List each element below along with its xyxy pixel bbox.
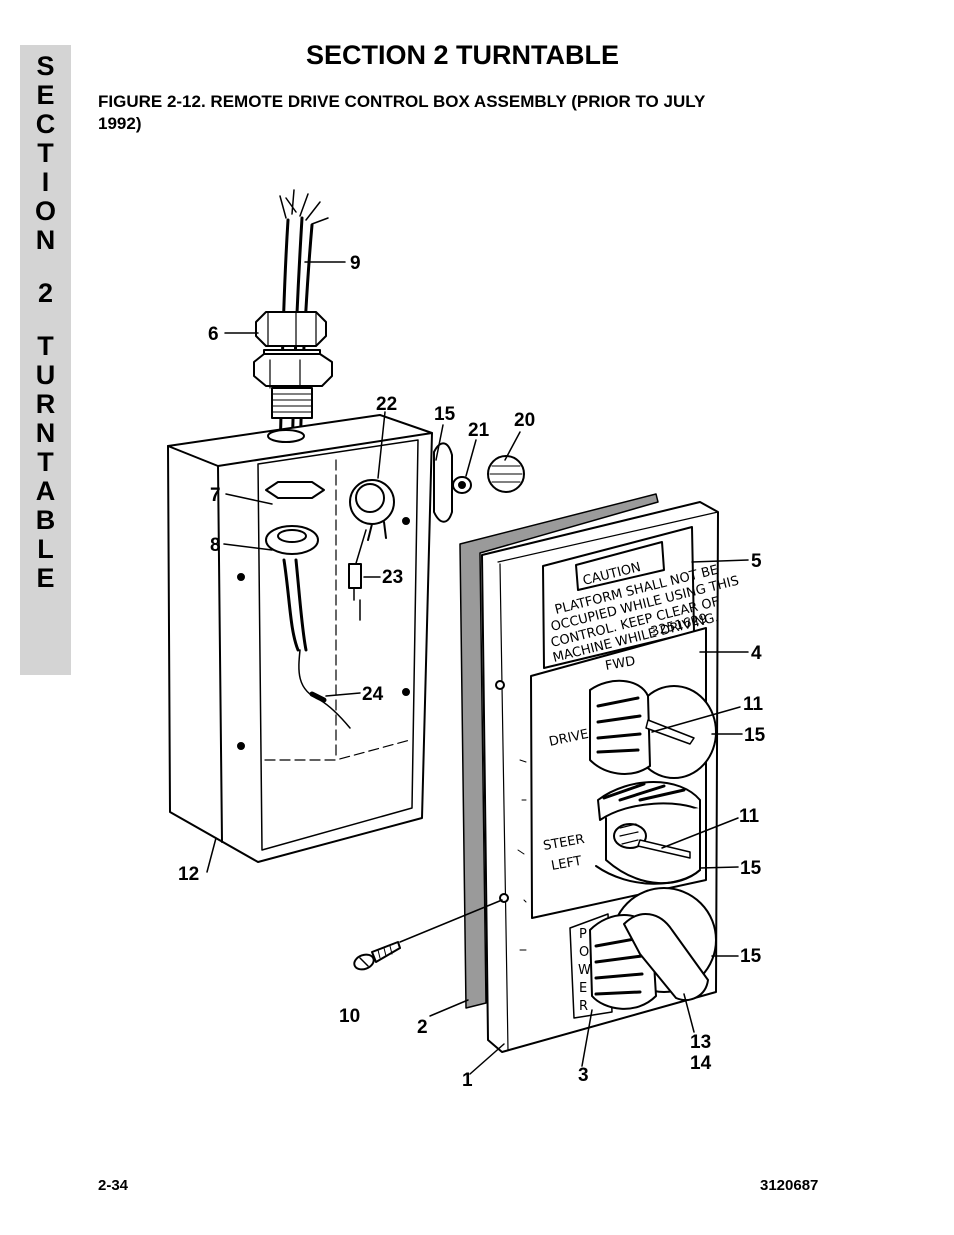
- strain-relief-drawing: [253, 311, 333, 419]
- side-tab-letter: U: [35, 360, 56, 390]
- side-tab-letter: A: [35, 476, 56, 506]
- page-title: SECTION 2 TURNTABLE: [305, 40, 619, 70]
- figure-caption: FIGURE 2-12. REMOTE DRIVE CONTROL BOX AS…: [98, 92, 706, 133]
- side-tab-letter: T: [37, 331, 54, 361]
- callout-14: 14: [690, 1053, 712, 1074]
- side-tab-letter: T: [37, 447, 54, 477]
- internal-wires-drawing: [282, 558, 351, 729]
- panel-power-letter: P: [579, 927, 587, 942]
- screw-drawing: [353, 941, 401, 971]
- callout-13: 13: [690, 1032, 711, 1053]
- callout-15: 15: [740, 946, 762, 967]
- enclosure-box-drawing: [167, 414, 433, 863]
- locknut-drawing: [265, 481, 325, 555]
- side-tab-letter: C: [35, 109, 56, 139]
- panel-power-letter: E: [579, 981, 587, 996]
- side-tab-letter: L: [37, 534, 54, 564]
- callout-5: 5: [751, 551, 762, 572]
- side-tab-letter: N: [35, 418, 56, 448]
- callout-3: 3: [578, 1065, 589, 1086]
- callout-11: 11: [739, 806, 760, 827]
- section-side-tab: S E C T I O N 2 T U R N T A B L E: [20, 45, 71, 675]
- callout-10: 10: [339, 1006, 360, 1027]
- side-tab-letter: N: [35, 225, 56, 255]
- callout-15: 15: [740, 858, 762, 879]
- callout-8: 8: [210, 535, 221, 556]
- panel-left-label: LEFT: [550, 854, 583, 874]
- power-switch-drawing: [569, 887, 717, 1019]
- callout-12: 12: [178, 864, 199, 885]
- callout-6: 6: [208, 324, 219, 345]
- side-tab-letter: O: [34, 196, 56, 226]
- side-tab-letter: R: [35, 389, 56, 419]
- gasket-drawing: [459, 493, 659, 1009]
- panel-steer-label: STEER: [542, 832, 586, 854]
- callout-4: 4: [751, 643, 762, 664]
- callout-11: 11: [743, 694, 764, 715]
- panel-power-letter: O: [579, 945, 589, 960]
- callout-20: 20: [514, 410, 535, 431]
- steer-switch-drawing: [595, 781, 701, 885]
- callout-23: 23: [382, 567, 403, 588]
- panel-fwd-label: FWD: [604, 654, 636, 674]
- callout-15: 15: [744, 725, 766, 746]
- callout-7: 7: [210, 485, 221, 506]
- document-number: 3120687: [760, 1177, 819, 1194]
- callout-9: 9: [350, 253, 361, 274]
- panel-power-letter: R: [579, 999, 588, 1014]
- leader-lines: [206, 261, 749, 1075]
- side-tab-letter: E: [36, 80, 55, 110]
- callout-24: 24: [362, 684, 384, 705]
- callout-22: 22: [376, 394, 397, 415]
- side-tab-letter: T: [37, 138, 54, 168]
- side-tab-letter: I: [41, 167, 50, 197]
- drive-switch-drawing: [589, 679, 717, 779]
- caution-decal-drawing: [542, 526, 695, 669]
- side-tab-letter: E: [36, 563, 55, 593]
- callout-15: 15: [434, 404, 456, 425]
- panel-power-letter: W: [578, 963, 591, 978]
- callout-1: 1: [462, 1070, 473, 1091]
- callout-2: 2: [417, 1017, 428, 1038]
- potentiometer-drawing: [348, 479, 395, 621]
- side-tab-letter: B: [35, 505, 56, 535]
- side-tab-letter: 2: [37, 278, 54, 308]
- pot-knob-drawing: [433, 442, 525, 523]
- callout-21: 21: [468, 420, 490, 441]
- page-number: 2-34: [98, 1177, 129, 1194]
- side-tab-letter: S: [36, 51, 55, 81]
